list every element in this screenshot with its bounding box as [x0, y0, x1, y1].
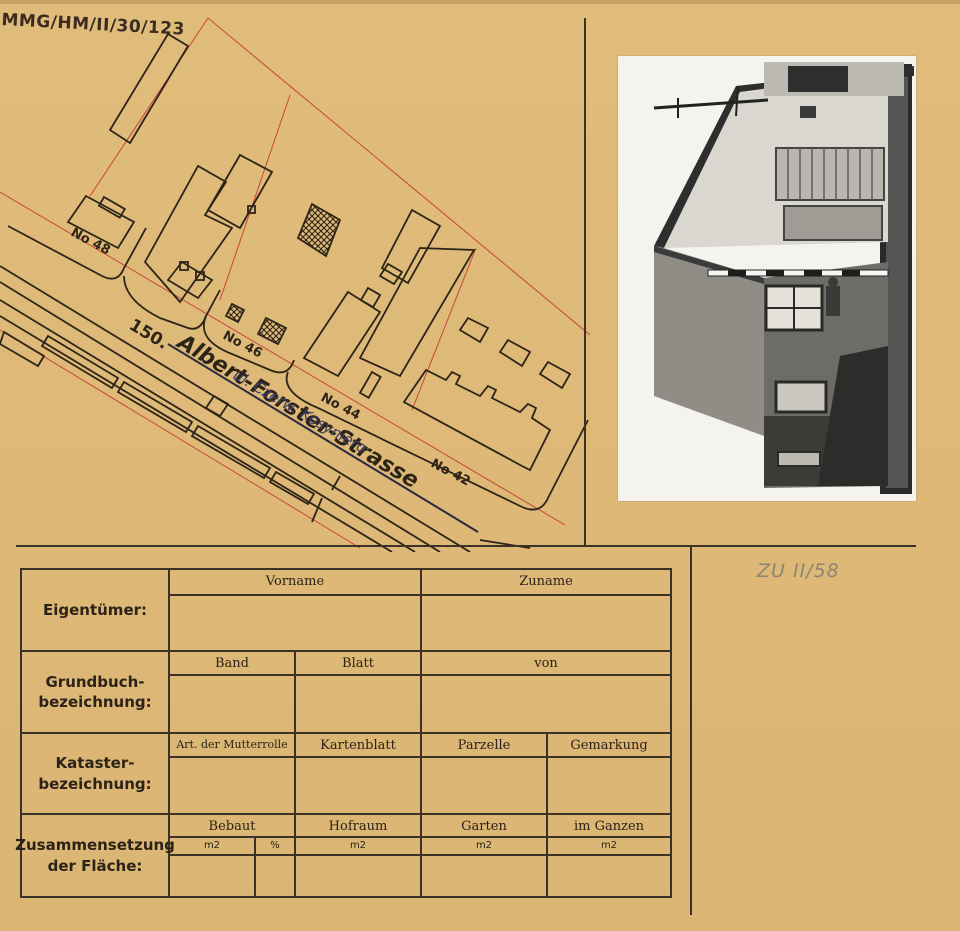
- first-name-header: Vorname: [265, 574, 325, 589]
- unit-percent: %: [270, 840, 280, 851]
- red-boundary-line: [89, 17, 209, 197]
- building-outline: [498, 338, 532, 368]
- house-number-48: No 48: [68, 225, 113, 258]
- column-divider: [294, 815, 296, 896]
- building-outline: [302, 290, 382, 378]
- column-divider: [420, 652, 422, 732]
- sidewalk-block: [116, 380, 194, 434]
- red-boundary-line: [411, 247, 477, 411]
- plot-frontage: [285, 371, 589, 511]
- unit-m2: m2: [349, 840, 367, 851]
- plot-frontage: [202, 315, 295, 374]
- street-line: [0, 299, 416, 552]
- photo-image: [618, 56, 916, 501]
- building-outline: [108, 32, 190, 145]
- building-outline: [195, 271, 205, 281]
- building-outline: [538, 360, 572, 390]
- last-name-header: Zuname: [519, 574, 573, 589]
- column-divider: [420, 570, 422, 650]
- column-divider: [420, 815, 422, 896]
- building-outline: [179, 261, 189, 271]
- marked-building: [296, 202, 342, 258]
- building-outline: [66, 194, 136, 250]
- red-boundary-line: [219, 94, 291, 301]
- marked-shed: [224, 302, 246, 324]
- archive-stamp: ZU II/58: [757, 560, 840, 582]
- building-outline: [97, 195, 127, 219]
- property-form-table: Eigentümer: Grundbuch- bezeichnung: Kata…: [15, 568, 672, 898]
- column-divider: [254, 836, 256, 896]
- building-outline: [166, 260, 214, 300]
- street-number: 150.: [125, 315, 171, 354]
- plot-frontage: [7, 225, 147, 280]
- unit-m2: m2: [203, 840, 221, 851]
- sidewalk-block: [190, 424, 272, 480]
- of-header: von: [534, 656, 558, 671]
- divider-vertical-top: [584, 18, 586, 546]
- volume-header: Band: [215, 656, 249, 671]
- cadastre-label: Kataster- bezeichnung:: [38, 754, 152, 793]
- building-outline: [247, 205, 256, 214]
- marked-shed: [256, 316, 288, 346]
- plot-frontage: [123, 275, 221, 330]
- row-divider: [22, 650, 670, 652]
- building-outline: [358, 370, 382, 400]
- column-divider: [294, 652, 296, 732]
- courtyard-header: Hofraum: [328, 819, 388, 834]
- building-photo: [618, 56, 916, 501]
- owner-label: Eigentümer:: [42, 600, 148, 619]
- land-register-label: Grundbuch- bezeichnung:: [38, 672, 152, 711]
- building-outline: [358, 247, 476, 378]
- house-number-42: No 42: [428, 456, 473, 489]
- built-area-header: Bebaut: [208, 819, 256, 834]
- sidewalk-block: [204, 394, 230, 418]
- column-divider: [420, 734, 422, 813]
- unit-m2: m2: [475, 840, 493, 851]
- building-outline: [359, 286, 382, 309]
- sidewalk-block: [268, 470, 316, 506]
- building-outline: [378, 262, 404, 286]
- street-line: [0, 315, 393, 552]
- total-header: im Ganzen: [573, 819, 645, 834]
- sidewalk-block: [0, 330, 46, 368]
- area-composition-label: Zusammensetzung der Fläche:: [15, 836, 175, 875]
- row-divider: [22, 813, 670, 815]
- strikethrough-line: [167, 343, 479, 533]
- street-line: [331, 475, 341, 491]
- garden-header: Garten: [461, 819, 507, 834]
- street-line: [0, 265, 471, 552]
- site-plan-map: No 48 No 46 No 44 No 42 150. Albert-Fors…: [0, 17, 590, 552]
- red-boundary-line: [0, 191, 566, 526]
- red-boundary-line: [0, 329, 361, 549]
- unit-m2: m2: [600, 840, 618, 851]
- card-top-edge: [0, 0, 960, 4]
- divider-horizontal: [16, 545, 916, 547]
- mother-roll-header: Art. der Mutterrolle: [176, 738, 288, 751]
- column-divider: [546, 734, 548, 813]
- building-outline: [143, 164, 234, 304]
- district-header: Gemarkung: [570, 738, 648, 753]
- building-outline: [380, 208, 442, 285]
- sheet-header: Blatt: [342, 656, 374, 671]
- street-line: [311, 497, 323, 523]
- column-divider: [294, 734, 296, 813]
- building-outline: [206, 153, 274, 230]
- red-boundary-line: [207, 17, 590, 336]
- row-divider: [22, 732, 670, 734]
- column-divider: [546, 815, 548, 896]
- parcel-header: Parzelle: [457, 738, 511, 753]
- sidewalk-block: [40, 334, 120, 390]
- map-sheet-header: Kartenblatt: [320, 738, 396, 753]
- building-outline: [402, 368, 552, 472]
- divider-vertical-bottom: [690, 545, 692, 915]
- building-outline: [458, 316, 490, 344]
- label-column-divider: [168, 570, 170, 896]
